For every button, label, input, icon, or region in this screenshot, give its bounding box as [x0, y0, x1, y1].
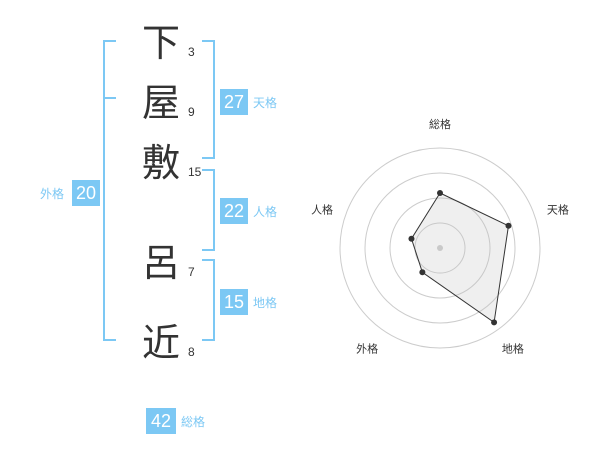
- jinkaku-value: 22: [220, 198, 248, 224]
- jinkaku-label: 人格: [253, 205, 278, 219]
- radar-point-1: [437, 190, 443, 196]
- name-char-2: 屋: [142, 81, 181, 125]
- radar-series-polygon: [410, 192, 510, 324]
- name-char-5: 近: [142, 321, 181, 365]
- radar-axis-label-5: 人格: [311, 203, 333, 217]
- radar-point-2: [505, 222, 512, 229]
- radar-point-4: [419, 269, 426, 276]
- radar-grid-ring: [389, 197, 491, 299]
- radar-axis-label-4: 外格: [356, 341, 378, 355]
- soukaku-label: 総格: [181, 415, 206, 429]
- radar-grid-ring: [339, 147, 541, 349]
- stroke-count-1: 3: [188, 45, 195, 59]
- name-char-4: 呂: [142, 241, 181, 285]
- name-char-1: 下: [142, 21, 181, 65]
- gaikaku-label: 外格: [40, 187, 65, 201]
- chikaku-label: 地格: [253, 296, 278, 310]
- radar-center-dot: [437, 245, 443, 251]
- stroke-count-5: 8: [188, 345, 195, 359]
- radar-axis-label-3: 地格: [502, 341, 524, 355]
- radar-point-5: [408, 235, 415, 242]
- chikaku-value: 15: [220, 289, 248, 315]
- soukaku-value: 42: [146, 408, 176, 434]
- stroke-count-2: 9: [188, 105, 195, 119]
- radar-point-3: [491, 319, 498, 326]
- tenkaku-value: 27: [220, 89, 248, 115]
- tenkaku-label: 天格: [253, 96, 278, 110]
- gaikaku-value: 20: [72, 180, 100, 206]
- stroke-count-3: 15: [188, 165, 202, 179]
- radar-axis-label-1: 総格: [429, 117, 451, 131]
- radar-axis-label-2: 天格: [547, 203, 569, 217]
- name-char-3: 敷: [142, 141, 181, 185]
- radar-grid-ring: [364, 172, 516, 324]
- stroke-count-4: 7: [188, 265, 195, 279]
